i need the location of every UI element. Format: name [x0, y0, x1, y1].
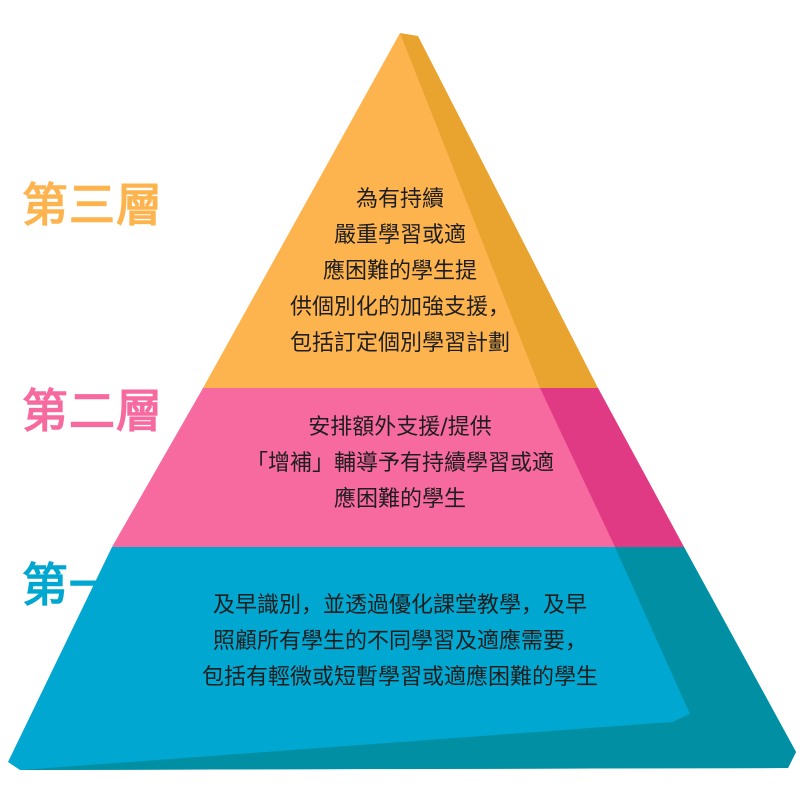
tier1-shade: [22, 547, 796, 770]
tier3-line: 供個別化的加強支援，: [289, 295, 510, 320]
tier1-description: 及早識別，並透過優化課堂教學，及早 照顧所有學生的不同學習及適應需要， 包括有輕…: [140, 588, 660, 696]
tier3-face: [203, 33, 598, 388]
tier2-line: 安排額外支援/提供: [308, 415, 492, 440]
tier1-label: 第一層: [22, 558, 163, 612]
tier3-label: 第三層: [22, 178, 163, 232]
tier1-line: 照顧所有學生的不同學習及適應需要，: [212, 629, 587, 654]
tier1-line: 及早識別，並透過優化課堂教學，及早: [212, 593, 587, 618]
tier3-line: 為有持續: [355, 187, 444, 212]
tier3-line: 應困難的學生提: [322, 259, 477, 284]
tier2-description: 安排額外支援/提供 「增補」輔導予有持續學習或適 應困難的學生: [180, 410, 620, 518]
tier3-line: 嚴重學習或適: [333, 223, 466, 248]
tier3-shade: [400, 33, 598, 388]
tier1-line: 包括有輕微或短暫學習或適應困難的學生: [201, 665, 598, 690]
tier2-shade: [540, 388, 684, 547]
tier2-line: 「增補」輔導予有持續學習或適: [245, 451, 554, 476]
tier1-face: [8, 547, 796, 770]
tier2-face: [112, 388, 684, 547]
tier3-description: 為有持續 嚴重學習或適 應困難的學生提 供個別化的加強支援， 包括訂定個別學習計…: [200, 182, 600, 362]
tier2-line: 應困難的學生: [333, 487, 466, 512]
tier3-line: 包括訂定個別學習計劃: [289, 331, 510, 356]
tier2-label: 第二層: [22, 384, 163, 438]
